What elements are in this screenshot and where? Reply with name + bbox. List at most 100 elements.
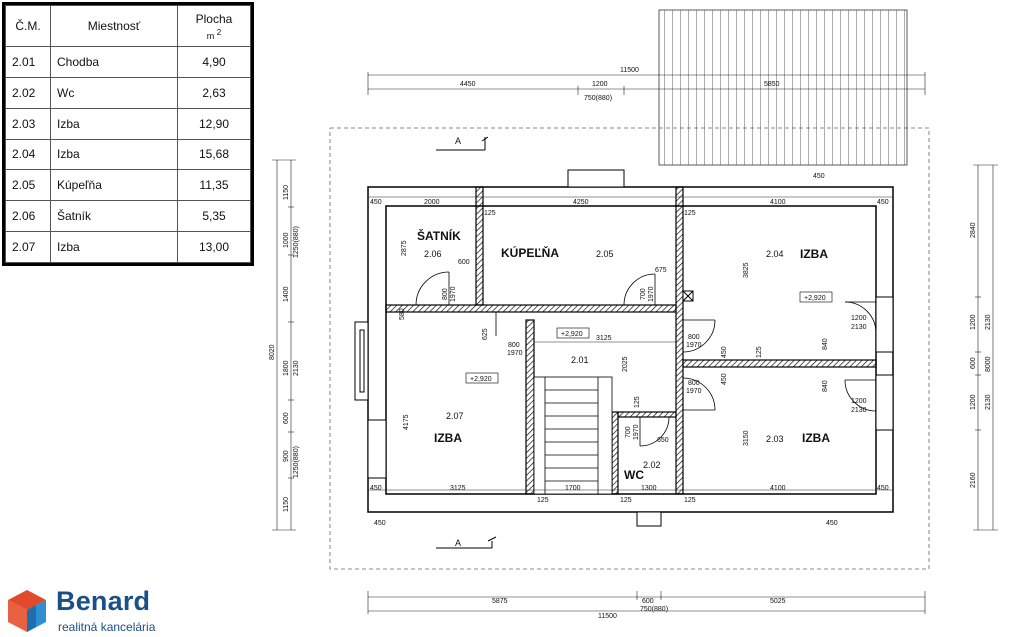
room-203-name: IZBA [802, 431, 830, 445]
table-row: 2.05 Kúpeľňa 11,35 [5, 169, 251, 202]
doors [415, 271, 877, 447]
dim-left-7: 600 [283, 412, 290, 424]
cell-area: 4,90 [177, 46, 251, 78]
section-label-bottom: A [455, 538, 461, 548]
dim-corridor-wall: 125 [634, 396, 641, 408]
staircase [533, 376, 613, 495]
dim-right-5: 1200 [970, 394, 977, 410]
level-room-207: +2,920 [470, 376, 492, 383]
dim-bottom-overall: 11500 [598, 613, 617, 620]
dim-450b: 450 [721, 373, 728, 385]
dim-inner-t8: 450 [813, 173, 825, 180]
dim-door1-h: 1970 [450, 286, 457, 302]
dim-door2-h: 1970 [648, 286, 655, 302]
dim-inner-b6: 1300 [641, 485, 657, 492]
dim-left-5: 1800 [283, 360, 290, 376]
dim-door6: 700 [625, 426, 632, 438]
dim-left-2: 1000 [283, 232, 290, 248]
room-206-name: ŠATNÍK [417, 228, 461, 243]
dim-win1: 1200 [851, 315, 867, 322]
dim-inner-b1: 450 [370, 485, 382, 492]
dim-left-3: 1250(880) [293, 226, 300, 258]
cell-room-number: 2.03 [5, 107, 51, 140]
cell-room-number: 2.04 [5, 138, 51, 171]
cell-area: 15,68 [177, 138, 251, 171]
dim-top-4: 5850 [764, 81, 780, 88]
section-cut-top [436, 136, 489, 151]
benard-logo: Benard realitná kancelária [6, 586, 206, 634]
cell-room-number: 2.06 [5, 200, 51, 233]
benard-cube-icon [8, 590, 46, 632]
room-202-name: WC [624, 468, 644, 482]
section-label-top: A [455, 136, 461, 146]
dim-right-4: 600 [970, 357, 977, 369]
dim-door5-h: 1970 [686, 388, 702, 395]
table-row: 2.04 Izba 15,68 [5, 138, 251, 171]
cell-area: 11,35 [177, 169, 251, 202]
dim-door4-h: 1970 [686, 342, 702, 349]
interior-walls [385, 186, 877, 495]
dim-left-overall: 8020 [269, 344, 276, 360]
dim-corridor-width: 3125 [596, 335, 612, 342]
dim-right-overall: 8000 [985, 356, 992, 372]
table-row: 2.01 Chodba 4,90 [5, 46, 251, 78]
header-area-label: Plocha [195, 11, 233, 26]
dim-580: 580 [399, 308, 406, 320]
exterior-walls [367, 186, 894, 513]
dim-inner-t6: 4100 [770, 199, 786, 206]
cell-area: 2,63 [177, 76, 251, 109]
room-207-number: 2.07 [446, 411, 464, 421]
dimension-lines [272, 72, 998, 614]
cell-room-name: Izba [50, 138, 178, 171]
room-204-number: 2.04 [766, 249, 784, 259]
header-room-name: Miestnosť [50, 5, 178, 47]
dim-door6-offset: 650 [657, 437, 669, 444]
windows [354, 169, 894, 527]
cell-room-name: Izba [50, 107, 178, 140]
logo-tagline: realitná kancelária [58, 620, 156, 634]
dim-top-3: 750(880) [584, 95, 612, 102]
dim-inner-b9: 450 [877, 485, 889, 492]
logo-brand-name: Benard [56, 586, 151, 616]
room-204-name: IZBA [800, 247, 828, 261]
dim-r206-height: 2875 [401, 240, 408, 256]
dim-win1-h: 2130 [851, 324, 867, 331]
section-cut-bottom [436, 536, 497, 549]
dim-inner-b3: 125 [537, 497, 549, 504]
room-203-number: 2.03 [766, 434, 784, 444]
dim-inner-b8: 4100 [770, 485, 786, 492]
dim-top-2: 1200 [592, 81, 608, 88]
dim-840b: 840 [822, 380, 829, 392]
dim-inner-b5: 125 [620, 497, 632, 504]
roof-overhang-outline [329, 127, 930, 570]
dim-door3-h: 1970 [507, 350, 523, 357]
table-header-row: Č.M. Miestnosť Plocha m 2 [5, 5, 251, 47]
dim-corridor-depth: 2025 [622, 356, 629, 372]
dim-door3: 800 [508, 342, 520, 349]
dim-bottom-2: 600 [642, 598, 654, 605]
dim-right-1: 2840 [970, 222, 977, 238]
header-room-number: Č.M. [5, 5, 51, 47]
dim-r203-height: 3150 [743, 430, 750, 446]
dim-left-1: 1150 [283, 185, 290, 200]
cell-room-number: 2.07 [5, 231, 51, 263]
header-area-unit: m 2 [206, 27, 222, 41]
cell-room-name: Kúpeľňa [50, 169, 178, 202]
dim-c625: 625 [482, 328, 489, 340]
cell-area: 12,90 [177, 107, 251, 140]
cell-room-number: 2.02 [5, 76, 51, 109]
dim-win2-h: 2130 [851, 407, 867, 414]
table-row: 2.07 Izba 13,00 [5, 231, 251, 263]
room-205-name: KÚPEĽŇA [501, 245, 559, 260]
dim-right-3: 2130 [985, 314, 992, 330]
cell-area: 13,00 [177, 231, 251, 263]
cell-area: 5,35 [177, 200, 251, 233]
dim-right-7: 2160 [970, 472, 977, 488]
roof-terrace-hatch [658, 9, 908, 166]
dim-bottom-3: 750(880) [640, 606, 668, 613]
dim-right-2: 1200 [970, 314, 977, 330]
table-row: 2.03 Izba 12,90 [5, 107, 251, 140]
dim-inner-t2: 2000 [424, 199, 440, 206]
dim-door2: 700 [640, 288, 647, 300]
